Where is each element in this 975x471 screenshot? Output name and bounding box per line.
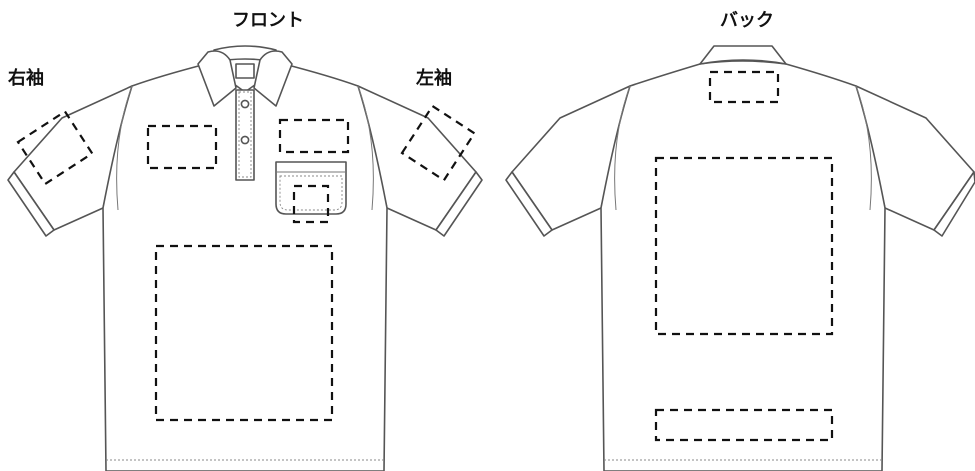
front-shirt xyxy=(7,45,483,471)
front-left-armhole xyxy=(357,85,374,211)
button-2 xyxy=(240,135,250,145)
print-zone-right-sleeve xyxy=(16,109,94,186)
print-zone-back-body xyxy=(654,156,834,336)
back-left-armhole xyxy=(614,85,631,211)
front-right-sleeve-cuff xyxy=(7,171,55,237)
front-left-sleeve-cuff xyxy=(435,171,483,237)
back-right-armhole xyxy=(855,85,872,211)
back-print-zones xyxy=(654,70,834,442)
front-pocket-stitch xyxy=(279,175,343,211)
button-1 xyxy=(240,99,250,109)
print-zone-front-body xyxy=(154,244,334,422)
front-view-label: フロント xyxy=(232,10,304,31)
print-zone-back-neck xyxy=(708,70,780,104)
front-collar-left xyxy=(253,50,293,107)
front-pocket xyxy=(275,161,347,215)
back-shirt xyxy=(505,45,975,471)
back-collar xyxy=(699,45,787,65)
print-zone-back-hem xyxy=(654,408,834,442)
print-zone-left-chest xyxy=(278,118,350,154)
front-placket xyxy=(235,89,255,181)
front-placket-stitch xyxy=(238,91,252,178)
neck-label xyxy=(235,63,255,79)
print-zone-right-chest xyxy=(146,124,218,170)
back-left-sleeve-cuff xyxy=(505,171,553,237)
left-sleeve-label: 左袖 xyxy=(416,68,452,89)
right-sleeve-label: 右袖 xyxy=(8,68,44,89)
back-view-label: バック xyxy=(720,10,774,31)
front-collar-right xyxy=(197,50,237,107)
front-right-armhole xyxy=(116,85,133,211)
print-zone-pocket xyxy=(292,184,330,224)
